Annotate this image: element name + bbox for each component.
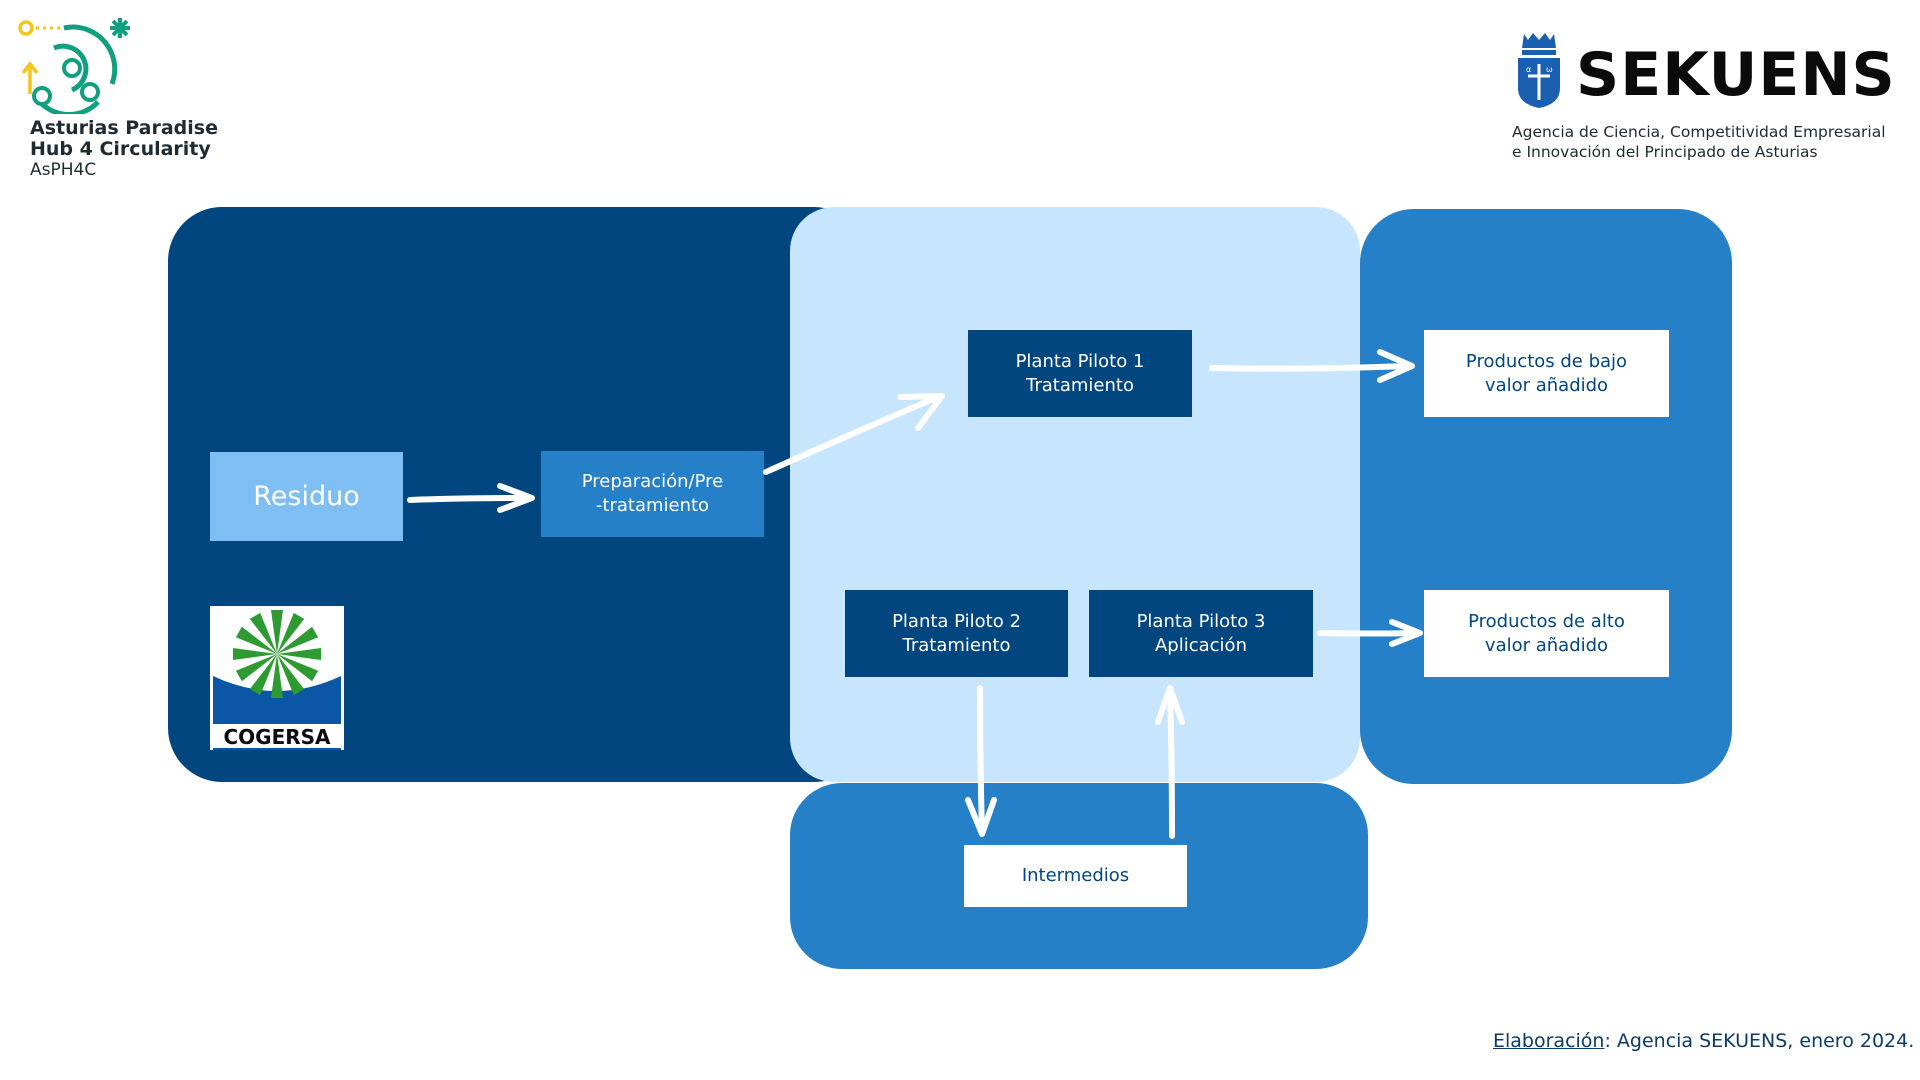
asturias-shield-icon: α ω bbox=[1518, 33, 1560, 108]
credit-label: Elaboración bbox=[1493, 1030, 1605, 1052]
sekuens-logo: α ω SEKUENS Agencia de Ciencia, Competit… bbox=[1510, 28, 1910, 168]
svg-text:ω: ω bbox=[1546, 65, 1553, 74]
node-intermedios-label: Intermedios bbox=[1021, 865, 1130, 886]
cogersa-logo: COGERSA bbox=[210, 606, 344, 750]
node-intermedios: Intermedios bbox=[964, 845, 1187, 907]
cogersa-label: COGERSA bbox=[223, 725, 331, 749]
arrow-pp1-to-bajo bbox=[1209, 349, 1415, 383]
node-planta-piloto-2-label: Planta Piloto 2 Tratamiento bbox=[892, 610, 1021, 656]
sekuens-description: Agencia de Ciencia, Competitividad Empre… bbox=[1512, 122, 1886, 162]
node-preparacion-label: Preparación/Pre -tratamiento bbox=[581, 471, 724, 516]
arrow-pp3-to-alto bbox=[1317, 619, 1423, 647]
node-residuo-label: Residuo bbox=[253, 481, 360, 512]
asph4c-logo-text: Asturias Paradise Hub 4 Circularity AsPH… bbox=[30, 118, 218, 181]
sekuens-brand: SEKUENS bbox=[1576, 40, 1896, 110]
node-residuo: Residuo bbox=[210, 452, 403, 541]
node-productos-alto-label: Productos de alto valor añadido bbox=[1468, 610, 1625, 656]
node-preparacion: Preparación/Pre -tratamiento bbox=[541, 451, 764, 537]
credit-line: Elaboración: Agencia SEKUENS, enero 2024… bbox=[1493, 1030, 1914, 1052]
node-planta-piloto-1: Planta Piloto 1 Tratamiento bbox=[968, 330, 1192, 417]
credit-text: : Agencia SEKUENS, enero 2024. bbox=[1604, 1030, 1915, 1052]
node-productos-alto: Productos de alto valor añadido bbox=[1424, 590, 1669, 677]
region-products bbox=[1360, 209, 1732, 784]
logo-line-3: AsPH4C bbox=[30, 160, 97, 180]
sekuens-desc-line-2: e Innovación del Principado de Asturias bbox=[1512, 143, 1818, 161]
cogersa-emblem-icon: COGERSA bbox=[210, 606, 344, 750]
node-planta-piloto-1-label: Planta Piloto 1 Tratamiento bbox=[1015, 350, 1145, 396]
arrow-intermedios-to-pp3 bbox=[1155, 685, 1185, 839]
arrow-pp2-to-intermedios bbox=[965, 685, 997, 837]
arrow-preparacion-to-pp1 bbox=[763, 393, 945, 475]
node-planta-piloto-2: Planta Piloto 2 Tratamiento bbox=[845, 590, 1068, 677]
logo-line-1: Asturias Paradise bbox=[30, 117, 218, 139]
logo-line-2: Hub 4 Circularity bbox=[30, 138, 211, 160]
node-planta-piloto-3: Planta Piloto 3 Aplicación bbox=[1089, 590, 1313, 677]
sekuens-desc-line-1: Agencia de Ciencia, Competitividad Empre… bbox=[1512, 123, 1886, 141]
node-planta-piloto-3-label: Planta Piloto 3 Aplicación bbox=[1136, 610, 1266, 656]
svg-text:α: α bbox=[1526, 65, 1531, 74]
arrow-residuo-to-preparacion bbox=[407, 483, 535, 513]
node-productos-bajo-label: Productos de bajo valor añadido bbox=[1465, 350, 1628, 396]
node-productos-bajo: Productos de bajo valor añadido bbox=[1424, 330, 1669, 417]
asph4c-logo: Asturias Paradise Hub 4 Circularity AsPH… bbox=[14, 14, 244, 184]
region-pilot-plants bbox=[790, 207, 1360, 782]
